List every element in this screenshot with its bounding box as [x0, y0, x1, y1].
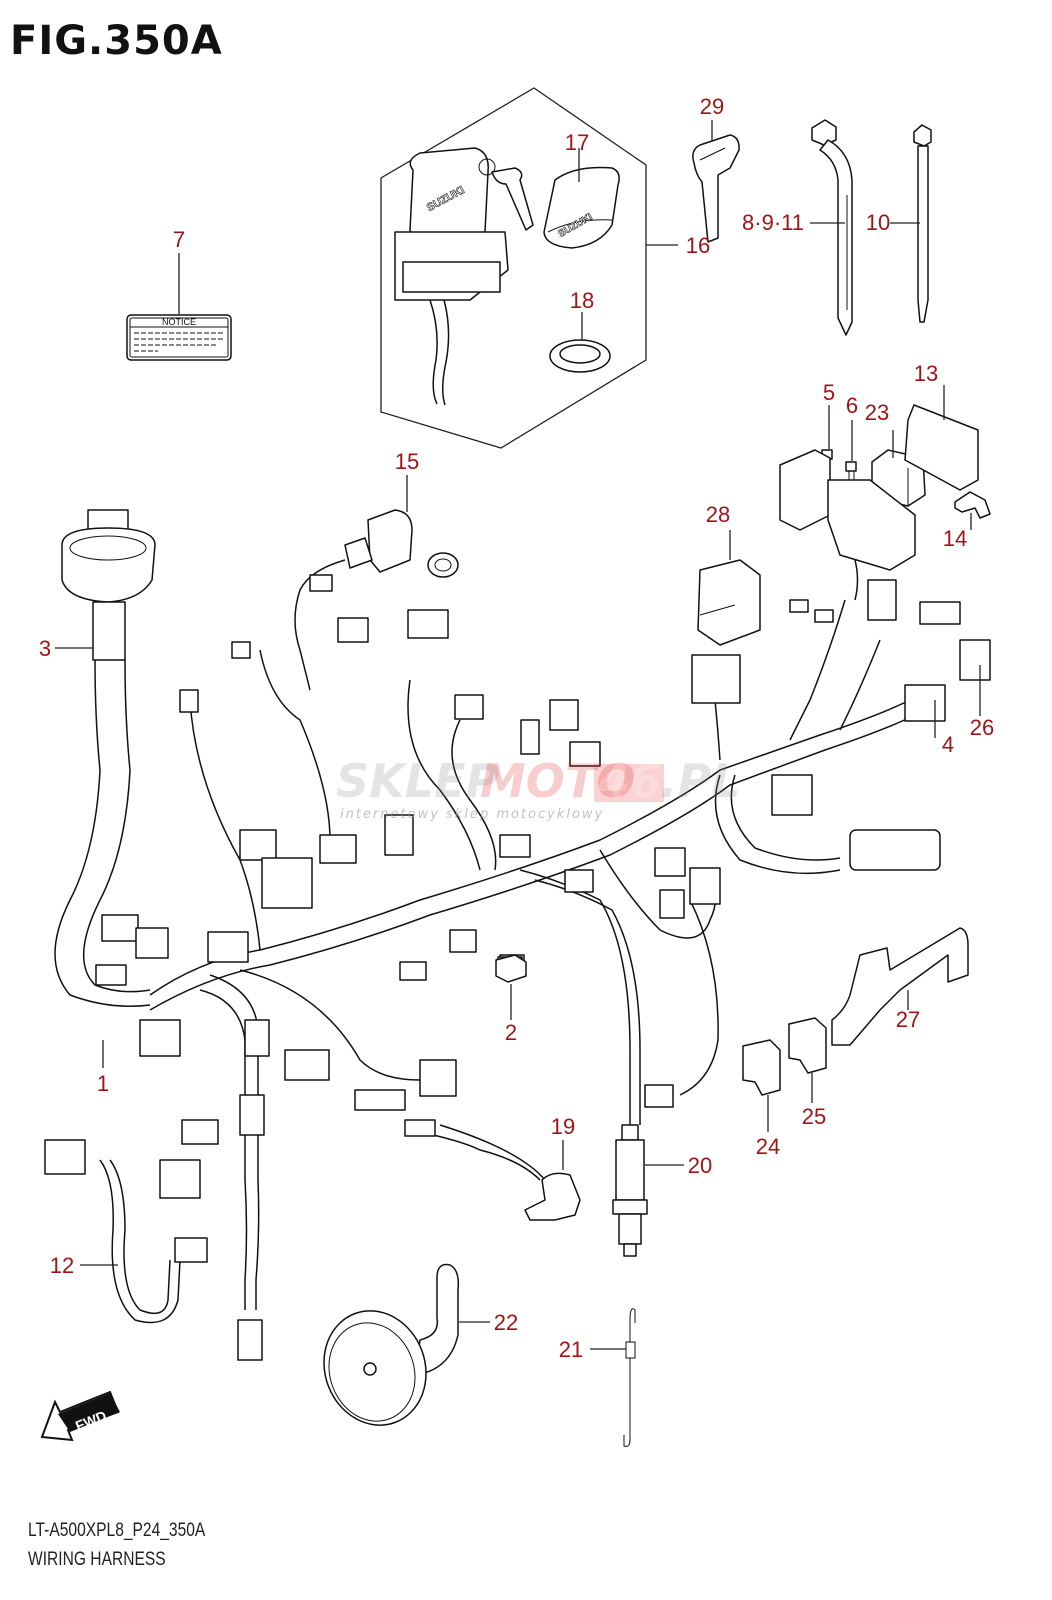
switch-nut-icon	[549, 339, 611, 373]
callout-13[interactable]: 13	[914, 361, 938, 386]
connector-cover-icon	[742, 1039, 781, 1132]
callout-25[interactable]: 25	[802, 1104, 826, 1129]
oxygen-sensor-icon	[612, 1124, 684, 1257]
callout-23[interactable]: 23	[865, 400, 889, 425]
watermark: SKLEP MOTO 46 .PL internetowy sklep moto…	[336, 754, 741, 822]
callout-10[interactable]: 10	[866, 210, 890, 235]
connector-cover-icon	[788, 1017, 827, 1103]
callout-4[interactable]: 4	[942, 732, 954, 757]
harness-connectors	[44, 574, 991, 1361]
fuse-box-icon	[779, 449, 916, 601]
callout-5[interactable]: 5	[823, 380, 835, 405]
callout-labels: 1 2 3 4 5 6 7 8·9·11 10 12 13 14 15 16 1…	[39, 94, 994, 1362]
callout-18[interactable]: 18	[570, 288, 594, 313]
group-outline	[380, 87, 647, 449]
callout-14[interactable]: 14	[943, 526, 967, 551]
connector-cap-icon	[495, 954, 527, 1020]
svg-text:SKLEP: SKLEP	[336, 754, 500, 808]
callout-26[interactable]: 26	[970, 715, 994, 740]
callout-2[interactable]: 2	[505, 1020, 517, 1045]
relay-bracket-icon	[904, 385, 979, 491]
ignition-switch-group: SUZUKI SUZUKI	[380, 87, 678, 449]
svg-text:46: 46	[597, 754, 662, 808]
ignition-switch-icon: SUZUKI	[394, 147, 509, 406]
callout-6[interactable]: 6	[846, 393, 858, 418]
svg-text:internetowy sklep motocyklowy: internetowy sklep motocyklowy	[340, 807, 604, 822]
callout-20[interactable]: 20	[688, 1153, 712, 1178]
callout-27[interactable]: 27	[896, 1007, 920, 1032]
clamp-icon	[954, 491, 991, 530]
figure-title: FIG.350A	[10, 18, 223, 64]
callout-16[interactable]: 16	[686, 233, 710, 258]
blank-key-icon	[692, 120, 740, 243]
notice-heading: NOTICE	[162, 317, 196, 327]
callout-15[interactable]: 15	[395, 449, 419, 474]
callout-21[interactable]: 21	[559, 1337, 583, 1362]
key-icon	[478, 158, 534, 231]
callout-24[interactable]: 24	[756, 1134, 780, 1159]
round-connector-icon	[61, 509, 156, 661]
forward-direction-arrow-icon: FWD	[40, 1390, 120, 1442]
callout-12[interactable]: 12	[50, 1253, 74, 1278]
section-name: WIRING HARNESS	[28, 1549, 166, 1570]
callout-1[interactable]: 1	[97, 1071, 109, 1096]
notice-label-icon: NOTICE	[126, 253, 232, 361]
callout-19[interactable]: 19	[551, 1114, 575, 1139]
callout-7[interactable]: 7	[173, 227, 185, 252]
fuse-icon	[845, 420, 857, 480]
callout-29[interactable]: 29	[700, 94, 724, 119]
horn-icon	[323, 1263, 490, 1426]
cable-tie-clamp-icon	[811, 119, 853, 336]
harness-bracket-icon	[831, 927, 969, 1046]
callout-8-9-11[interactable]: 8·9·11	[742, 210, 804, 235]
callout-17[interactable]: 17	[565, 130, 589, 155]
callout-28[interactable]: 28	[706, 502, 730, 527]
model-code: LT-A500XPL8_P24_350A	[28, 1520, 206, 1541]
cable-tie-icon	[913, 124, 932, 323]
spring-icon	[590, 1308, 636, 1447]
key-cap-icon: SUZUKI	[543, 166, 620, 249]
svg-text:.PL: .PL	[660, 754, 741, 808]
callout-3[interactable]: 3	[39, 636, 51, 661]
svg-text:MOTO: MOTO	[480, 754, 635, 808]
callout-22[interactable]: 22	[494, 1310, 518, 1335]
sensor-clamp-icon	[439, 1124, 581, 1221]
main-harness-icon	[54, 599, 916, 1324]
power-socket-icon	[294, 475, 459, 691]
relay-large-icon	[697, 530, 761, 646]
